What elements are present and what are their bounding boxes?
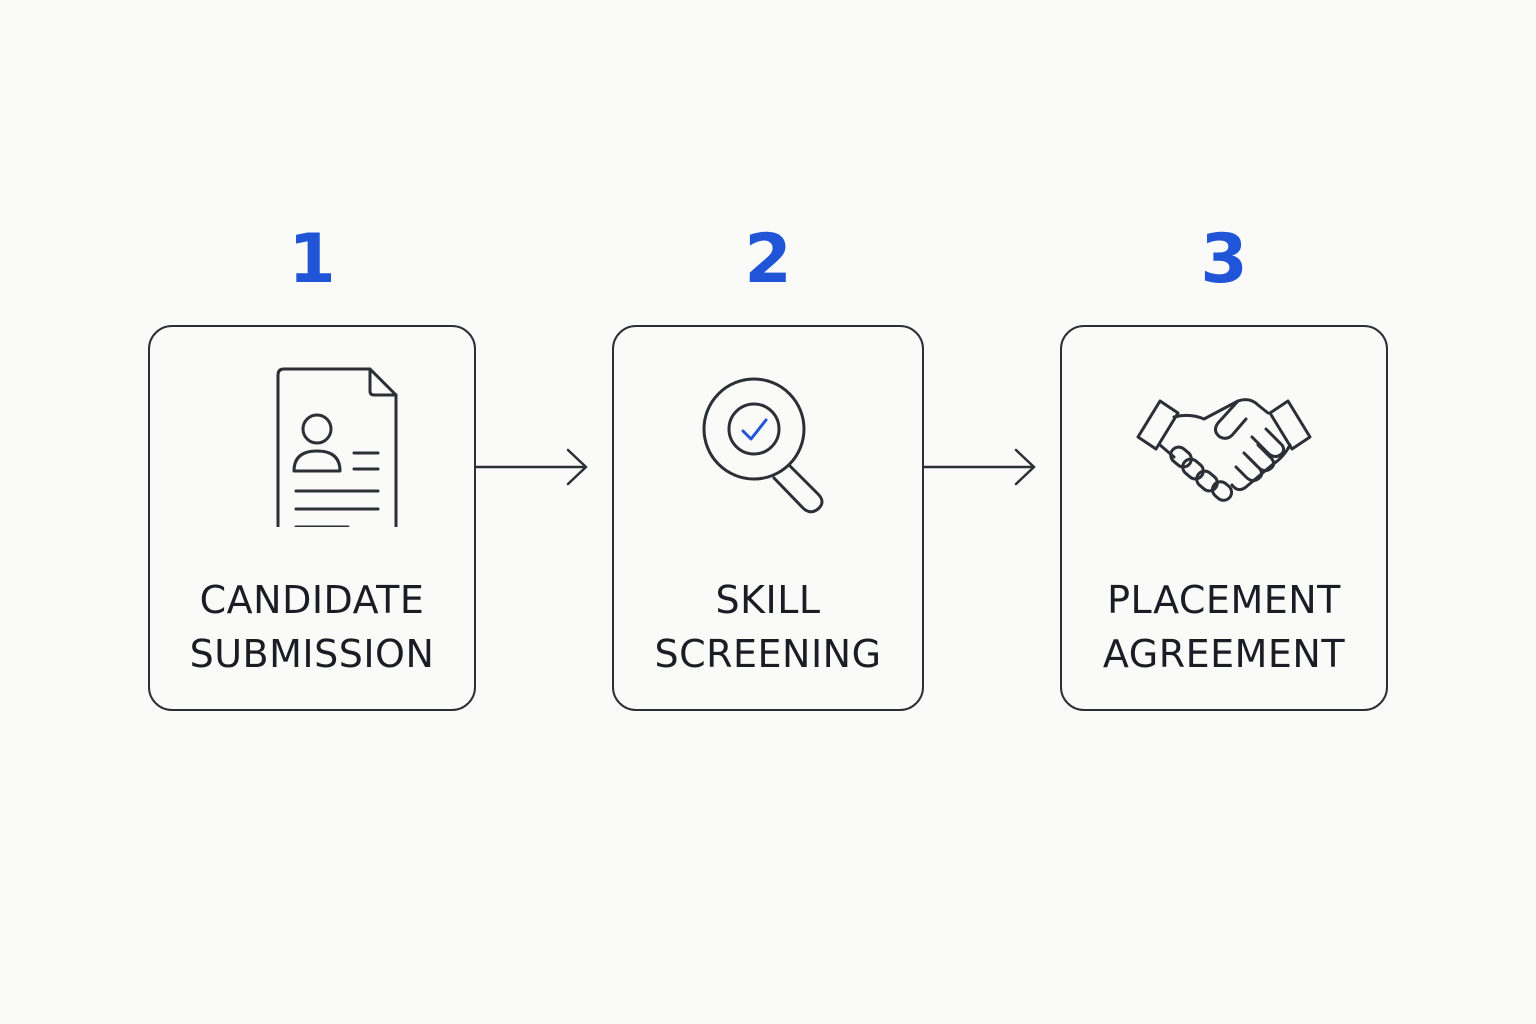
arrow-right-icon [476,448,592,488]
handshake-icon [1134,357,1314,527]
step-label-line: SCREENING [654,632,882,676]
step-label-line: AGREEMENT [1102,632,1346,676]
step-label-line: SKILL [715,578,821,622]
step-label-line: CANDIDATE [199,578,425,622]
step-label-placement-agreement: PLACEMENT AGREEMENT [1062,573,1386,681]
step-card-candidate-submission: CANDIDATE SUBMISSION [148,325,476,711]
step-number-1: 1 [288,220,336,299]
step-label-line: SUBMISSION [189,632,435,676]
step-label-skill-screening: SKILL SCREENING [614,573,922,681]
arrow-right-icon [924,448,1040,488]
step-number-2: 2 [744,220,792,299]
resume-document-icon [222,357,402,527]
step-card-skill-screening: SKILL SCREENING [612,325,924,711]
magnifier-check-icon [678,357,858,527]
step-label-candidate-submission: CANDIDATE SUBMISSION [150,573,474,681]
step-label-line: PLACEMENT [1107,578,1341,622]
step-number-3: 3 [1200,220,1248,299]
step-card-placement-agreement: PLACEMENT AGREEMENT [1060,325,1388,711]
